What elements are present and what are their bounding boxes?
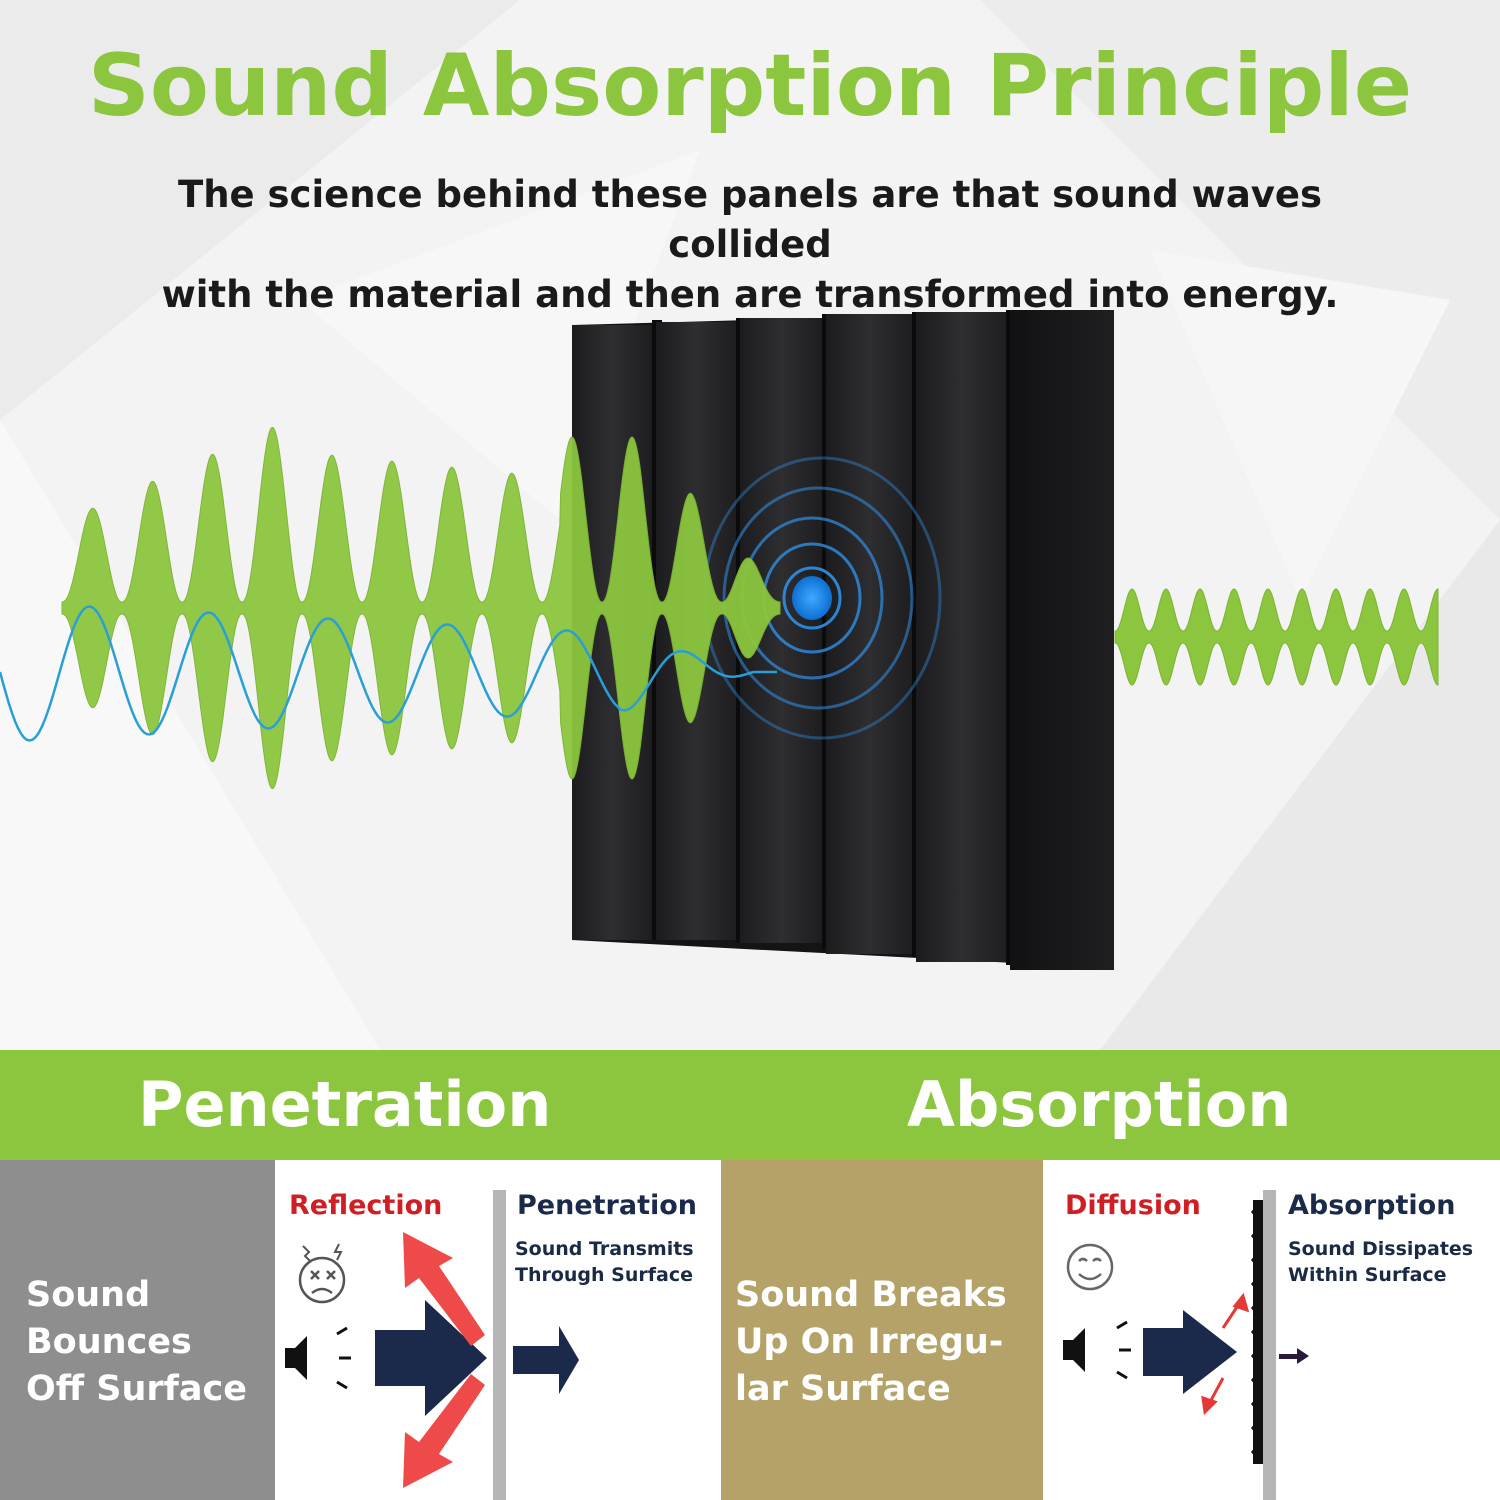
surface-wall (1263, 1190, 1276, 1500)
diffusion-arrows-icon (1201, 1292, 1250, 1416)
bounce-card: Sound Bounces Off Surface (0, 1160, 275, 1500)
diffusion-title: Diffusion (1065, 1190, 1201, 1221)
speaker-icon (285, 1326, 351, 1390)
bounce-line-3: Off Surface (26, 1369, 248, 1409)
bounce-line-1: Sound (26, 1275, 151, 1315)
dizzy-face-icon (298, 1243, 346, 1304)
transmit-arrow-icon (513, 1326, 579, 1394)
bounce-caption: Sound Bounces Off Surface (26, 1272, 247, 1413)
breaks-line-1: Sound Breaks (735, 1275, 1007, 1315)
surface-wall (493, 1190, 506, 1500)
band-label-absorption: Absorption (907, 1068, 1292, 1141)
page-subtitle: The science behind these panels are that… (100, 170, 1400, 320)
bounce-line-2: Bounces (26, 1322, 192, 1362)
absorption-description: Sound Dissipates Within Surface (1288, 1236, 1473, 1288)
reflection-arrows-icon (403, 1232, 485, 1488)
foam-panel-illustration (0, 310, 1439, 970)
incoming-green-wave (61, 426, 781, 790)
dissipated-arrow-icon (1279, 1348, 1309, 1364)
reflection-diagram (285, 1190, 579, 1500)
subtitle-line-1: The science behind these panels are that… (177, 173, 1323, 266)
breaks-caption: Sound Breaks Up On Irregu- lar Surface (735, 1272, 1007, 1413)
page-title: Sound Absorption Principle (87, 36, 1413, 136)
breaks-card: Sound Breaks Up On Irregu- lar Surface (721, 1160, 1043, 1500)
speaker-icon (1063, 1320, 1131, 1380)
penetration-description: Sound Transmits Through Surface (515, 1236, 694, 1288)
reflection-penetration-card: Reflection Penetration Sound Transmits T… (275, 1160, 721, 1500)
diffusion-diagram (1063, 1190, 1309, 1500)
reflection-title: Reflection (289, 1190, 443, 1221)
absorption-sub-2: Within Surface (1288, 1264, 1447, 1286)
absorption-sub-1: Sound Dissipates (1288, 1238, 1474, 1260)
breaks-line-2: Up On Irregu- (735, 1322, 1004, 1362)
penetration-title: Penetration (517, 1190, 698, 1221)
smiley-face-icon (1066, 1243, 1114, 1291)
section-band (0, 1050, 1500, 1160)
absorption-title: Absorption (1288, 1190, 1456, 1221)
diffusion-absorption-card: Diffusion Absorption Sound Dissipates Wi… (1043, 1160, 1500, 1500)
subtitle-line-2: with the material and then are transform… (161, 273, 1339, 316)
penetration-sub-2: Through Surface (515, 1264, 693, 1286)
outgoing-green-wave (1114, 588, 1439, 686)
incoming-arrow-icon (1143, 1310, 1237, 1394)
impact-point (792, 576, 832, 620)
penetration-sub-1: Sound Transmits (515, 1238, 694, 1260)
breaks-line-3: lar Surface (735, 1369, 951, 1409)
incoming-arrow-icon (375, 1300, 487, 1416)
band-label-penetration: Penetration (138, 1068, 552, 1141)
foam-panel (572, 310, 1114, 970)
incoming-blue-wave (0, 605, 777, 742)
